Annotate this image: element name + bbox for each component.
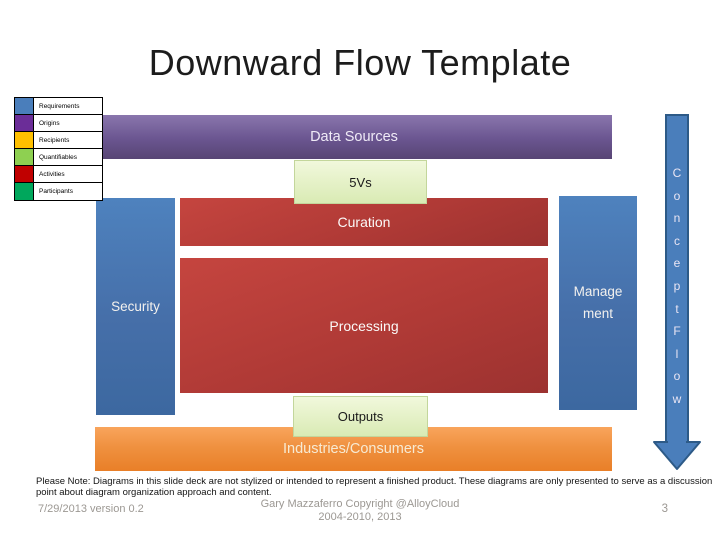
concept-flow-letter: F	[673, 324, 681, 339]
quantifiables-color-swatch	[14, 148, 34, 167]
concept-flow-letter: e	[673, 256, 681, 271]
concept-flow-letter: n	[673, 211, 681, 226]
legend-row-origins: Origins	[14, 114, 103, 133]
concept-flow-letter: o	[673, 369, 681, 384]
legend-label: Origins	[34, 114, 103, 133]
concept-flow-letter: w	[672, 391, 682, 406]
down-arrow-icon	[653, 114, 701, 470]
activities-color-swatch	[14, 165, 34, 185]
five-vs-box: 5Vs	[294, 160, 427, 204]
legend-label: Participants	[34, 182, 103, 202]
legend-row-quantifiables: Quantifiables	[14, 148, 103, 167]
legend-row-requirements: Requirements	[14, 97, 103, 116]
outputs-box: Outputs	[293, 396, 428, 437]
origins-color-swatch	[14, 114, 34, 133]
concept-flow-letter: l	[675, 346, 679, 361]
disclaimer-note: Please Note: Diagrams in this slide deck…	[36, 476, 713, 499]
legend-row-recipients: Recipients	[14, 131, 103, 150]
legend-label: Recipients	[34, 131, 103, 150]
legend-row-participants: Participants	[14, 182, 103, 202]
management-box: Manage ment	[559, 196, 637, 410]
data-sources-box: Data Sources	[96, 115, 612, 159]
concept-flow-letter: C	[672, 166, 682, 180]
legend-row-activities: Activities	[14, 165, 103, 185]
curation-box: Curation	[180, 198, 548, 246]
security-box: Security	[96, 198, 175, 415]
participants-color-swatch	[14, 182, 34, 202]
legend: Requirements Origins Recipients Quantifi…	[14, 97, 103, 202]
concept-flow-letter: c	[674, 233, 680, 248]
concept-flow-letter: p	[673, 278, 681, 293]
processing-box: Processing	[180, 258, 548, 393]
legend-label: Activities	[34, 165, 103, 185]
concept-flow-arrow	[651, 112, 703, 472]
version-text: 7/29/2013 version 0.2	[38, 503, 144, 515]
legend-label: Requirements	[34, 97, 103, 116]
recipients-color-swatch	[14, 131, 34, 150]
copyright-line2: 2004-2010, 2013	[318, 511, 402, 524]
page-number: 3	[661, 503, 668, 515]
slide-title: Downward Flow Template	[148, 42, 572, 83]
requirements-color-swatch	[14, 97, 34, 116]
concept-flow-letter: t	[675, 301, 679, 316]
concept-flow-label: C o n c e p t F l o w	[651, 166, 703, 406]
copyright-text: Gary Mazzaferro Copyright @AlloyCloud 20…	[200, 498, 520, 525]
copyright-line1: Gary Mazzaferro Copyright @AlloyCloud	[260, 498, 460, 510]
legend-label: Quantifiables	[34, 148, 103, 167]
concept-flow-letter: o	[673, 188, 681, 203]
